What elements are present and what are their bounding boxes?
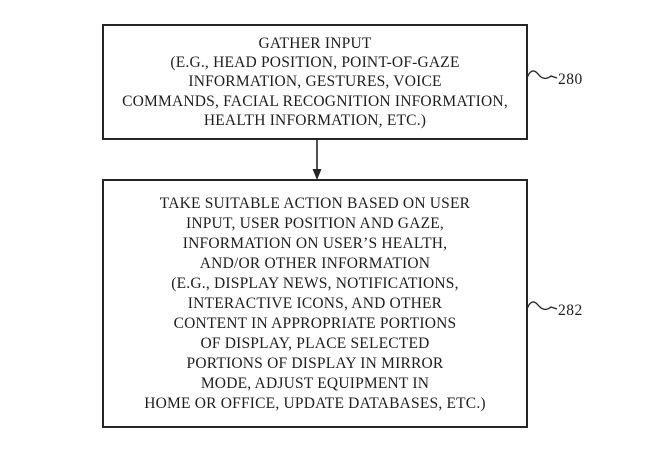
box-line: MODE, ADJUST EQUIPMENT IN	[200, 374, 430, 392]
box-line: INFORMATION, GESTURES, VOICE	[188, 73, 442, 91]
flow-box-gather-input: GATHER INPUT (E.G., HEAD POSITION, POINT…	[102, 24, 528, 140]
box-line: HEALTH INFORMATION, ETC.)	[203, 111, 427, 129]
box-line: INFORMATION ON USER’S HEALTH,	[182, 234, 448, 252]
box-line: GATHER INPUT	[258, 34, 372, 52]
reference-280: 280	[527, 66, 583, 89]
box-line: CONTENT IN APPROPRIATE PORTIONS	[173, 314, 457, 332]
box-line: (E.G., HEAD POSITION, POINT-OF-GAZE	[170, 54, 460, 72]
box-line: INTERACTIVE ICONS, AND OTHER	[187, 294, 443, 312]
box-line: COMMANDS, FACIAL RECOGNITION INFORMATION…	[122, 92, 508, 110]
down-arrow-icon	[312, 140, 322, 180]
leader-squiggle-line	[527, 301, 558, 311]
reference-label: 280	[558, 71, 583, 88]
box-line: AND/OR OTHER INFORMATION	[199, 254, 431, 272]
flow-arrow-down	[309, 140, 325, 180]
flow-box-text: TAKE SUITABLE ACTION BASED ON USER INPUT…	[104, 194, 526, 414]
box-line: TAKE SUITABLE ACTION BASED ON USER	[159, 194, 471, 212]
box-line: INPUT, USER POSITION AND GAZE,	[185, 214, 445, 232]
box-line: PORTIONS OF DISPLAY IN MIRROR	[186, 354, 444, 372]
reference-282: 282	[527, 297, 583, 320]
box-line: HOME OR OFFICE, UPDATE DATABASES, ETC.)	[144, 394, 486, 412]
box-line: OF DISPLAY, PLACE SELECTED	[200, 334, 430, 352]
box-line: (E.G., DISPLAY NEWS, NOTIFICATIONS,	[171, 274, 459, 292]
leader-squiggle-line	[527, 70, 558, 80]
reference-label: 282	[558, 302, 583, 319]
flow-box-text: GATHER INPUT (E.G., HEAD POSITION, POINT…	[104, 34, 526, 130]
flow-box-take-action: TAKE SUITABLE ACTION BASED ON USER INPUT…	[102, 179, 528, 428]
